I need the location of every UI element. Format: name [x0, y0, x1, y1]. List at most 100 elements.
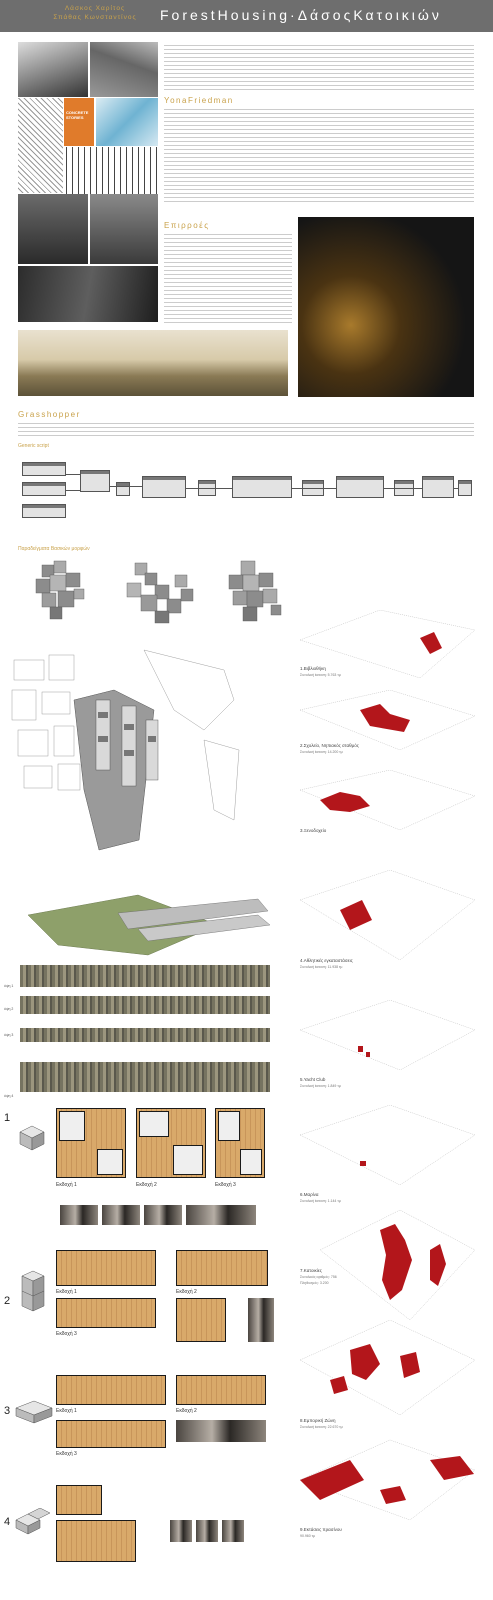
unit4-interior-2 [196, 1520, 218, 1542]
unit2-version-2: Εκδοχή 2 [176, 1289, 197, 1295]
image-blue-cubes [96, 98, 158, 146]
unit-number-2: 2 [4, 1295, 11, 1307]
unit1-plan-1 [56, 1108, 126, 1178]
unit3-interior [176, 1420, 266, 1442]
program-3: 3.Ξενοδοχείο [300, 828, 327, 833]
program-diagram-8 [300, 1320, 475, 1415]
cube-form-2 [126, 562, 194, 624]
program-7: 7.Κατοικίες Συνολικός αριθμός: 756 Πληθυ… [300, 1268, 337, 1285]
unit2-version-1: Εκδοχή 1 [56, 1289, 77, 1295]
image-megastructure [18, 42, 88, 97]
intro-text [164, 44, 474, 92]
section-title-grasshopper: Grasshopper [18, 410, 81, 419]
unit1-interior-1 [60, 1205, 98, 1225]
image-photo-1 [18, 194, 88, 264]
image-panorama [18, 330, 288, 396]
program-diagram-3 [300, 770, 475, 830]
elevation-label-4: όψη 4 [4, 1094, 14, 1098]
unit-number-4: 4 [4, 1516, 11, 1528]
elevation-1 [20, 965, 270, 987]
unit-iso-3 [15, 1400, 53, 1424]
unit3-version-2: Εκδοχή 2 [176, 1408, 197, 1414]
generic-script-label: Generic script [18, 443, 49, 449]
gh-node-12 [422, 476, 454, 498]
grasshopper-text [18, 422, 474, 438]
image-night-city [298, 217, 474, 397]
gh-node-8 [232, 476, 292, 498]
unit1-version-2: Εκδοχή 2 [136, 1182, 157, 1188]
unit3-plan-3 [56, 1420, 166, 1448]
gh-node-13 [458, 480, 472, 496]
unit-number-3: 3 [4, 1405, 11, 1417]
gh-node-5 [116, 482, 130, 496]
unit3-plan-2 [176, 1375, 266, 1405]
unit-number-1: 1 [4, 1112, 11, 1124]
grasshopper-script [18, 452, 474, 542]
elevation-label-2: όψη 2 [4, 1007, 14, 1011]
yona-text [164, 108, 474, 204]
authors: Λάσκος Χαρίτος Σπάθας Κωνσταντίνος [40, 4, 150, 22]
unit4-plan-2 [56, 1520, 136, 1562]
basic-forms-label: Παραδείγματα Βασικών μορφών [18, 546, 90, 552]
gh-node-1 [22, 462, 66, 476]
gh-node-4 [80, 470, 110, 492]
image-photo-2 [90, 194, 158, 264]
unit4-plan-1 [56, 1485, 102, 1515]
unit2-plan-4 [176, 1298, 226, 1342]
program-diagram-4 [300, 870, 475, 960]
elevation-label-3: όψη 3 [4, 1033, 14, 1037]
program-diagram-1 [300, 610, 475, 678]
author-2: Σπάθας Κωνσταντίνος [53, 14, 137, 21]
section-title-epirroes: Επιρροές [164, 221, 210, 230]
program-7-population: Πληθυσμός: 3.200 [300, 1281, 329, 1285]
unit2-interior [248, 1298, 274, 1342]
unit-iso-4 [15, 1508, 51, 1535]
gh-node-2 [22, 482, 66, 496]
program-diagram-5 [300, 1000, 475, 1070]
unit3-plan-1 [56, 1375, 166, 1405]
unit-iso-2 [21, 1270, 45, 1312]
elevation-2 [20, 996, 270, 1014]
image-photo-3 [18, 266, 158, 322]
unit2-plan-1 [56, 1250, 156, 1286]
image-spatial-city [90, 42, 158, 97]
image-sketch-plans [18, 98, 63, 193]
unit-iso-1 [19, 1125, 45, 1151]
image-bw-drawing [64, 147, 158, 195]
site-plan [11, 649, 240, 851]
unit4-interior-3 [222, 1520, 244, 1542]
aerial-render [18, 885, 283, 965]
unit2-plan-3 [56, 1298, 156, 1328]
unit1-version-3: Εκδοχή 3 [215, 1182, 236, 1188]
header-band: Λάσκος Χαρίτος Σπάθας Κωνσταντίνος Fores… [0, 0, 493, 32]
program-diagram-9 [299, 1439, 476, 1520]
unit2-plan-2 [176, 1250, 268, 1286]
cube-form-1 [35, 560, 85, 620]
author-1: Λάσκος Χαρίτος [64, 5, 126, 12]
concrete-stories-label: CONCRETE STORIES [66, 110, 89, 120]
program-diagram-6 [300, 1105, 475, 1185]
gh-node-6 [142, 476, 186, 498]
unit3-version-1: Εκδοχή 1 [56, 1408, 77, 1414]
unit1-interior-2 [102, 1205, 140, 1225]
elevation-3 [20, 1028, 270, 1042]
unit1-plan-3 [215, 1108, 265, 1178]
program-diagram-7 [320, 1210, 475, 1320]
image-concrete-stories: CONCRETE STORIES [64, 98, 94, 146]
unit1-interior-3 [144, 1205, 182, 1225]
unit3-version-3: Εκδοχή 3 [56, 1451, 77, 1457]
unit1-interior-4 [186, 1205, 256, 1225]
unit1-version-1: Εκδοχή 1 [56, 1182, 77, 1188]
gh-node-10 [336, 476, 384, 498]
elevation-label-1: όψη 1 [4, 984, 14, 988]
unit2-version-3: Εκδοχή 3 [56, 1331, 77, 1337]
collage-top: CONCRETE STORIES [18, 42, 158, 372]
cube-form-3 [228, 560, 282, 622]
